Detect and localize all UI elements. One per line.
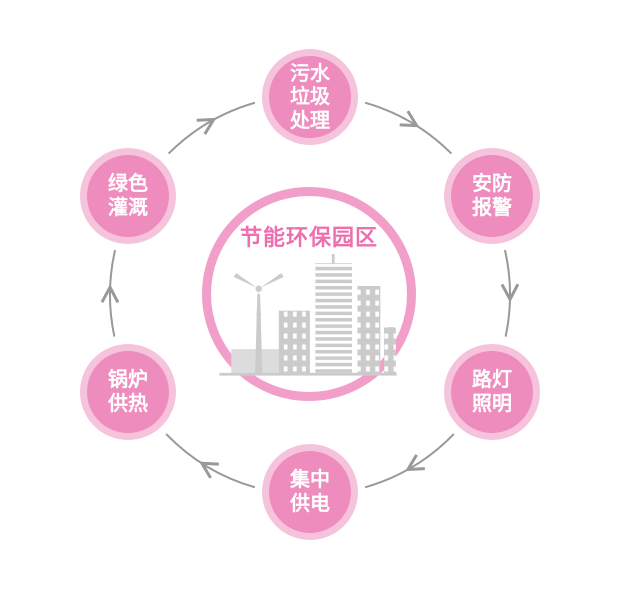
arc-segment <box>165 433 256 489</box>
node-security-alarm: 安防 报警 <box>444 148 540 244</box>
arrow-icon <box>405 454 425 472</box>
diagram-title: 节能环保园区 <box>239 226 378 251</box>
ground-line <box>219 372 397 376</box>
arc-segment <box>503 249 511 337</box>
arrow-icon <box>500 283 520 303</box>
building-icon <box>315 263 352 375</box>
node-central-power-supply: 集中 供电 <box>262 444 358 540</box>
node-street-lighting: 路灯 照明 <box>444 344 540 440</box>
arc-segment <box>167 101 256 155</box>
arc-segment <box>109 249 117 337</box>
arrow-icon <box>399 110 420 128</box>
building-icon <box>278 310 310 375</box>
node-green-irrigation: 绿色 灌溉 <box>80 148 176 244</box>
center-circle: 节能环保园区 <box>202 187 416 401</box>
building-icon <box>383 327 396 375</box>
building-icon <box>357 286 381 375</box>
node-label: 安防 报警 <box>472 171 512 219</box>
wind-turbine-icon <box>233 273 284 375</box>
arc-segment <box>364 101 453 155</box>
arc-segment <box>364 433 455 489</box>
node-boiler-heating: 锅炉 供热 <box>80 344 176 440</box>
arrow-icon <box>196 117 217 135</box>
node-label: 路灯 照明 <box>472 367 512 415</box>
node-label: 集中 供电 <box>290 467 330 515</box>
city-skyline-with-wind-turbine-icon <box>219 254 397 376</box>
node-sewage-waste-treatment: 污水 垃圾 处理 <box>262 49 358 145</box>
node-label: 绿色 灌溉 <box>108 171 148 219</box>
arrow-icon <box>100 284 120 304</box>
arrow-icon <box>199 461 219 479</box>
building-antenna-icon <box>331 254 335 265</box>
node-label: 锅炉 供热 <box>108 367 148 415</box>
node-label: 污水 垃圾 处理 <box>290 60 330 132</box>
